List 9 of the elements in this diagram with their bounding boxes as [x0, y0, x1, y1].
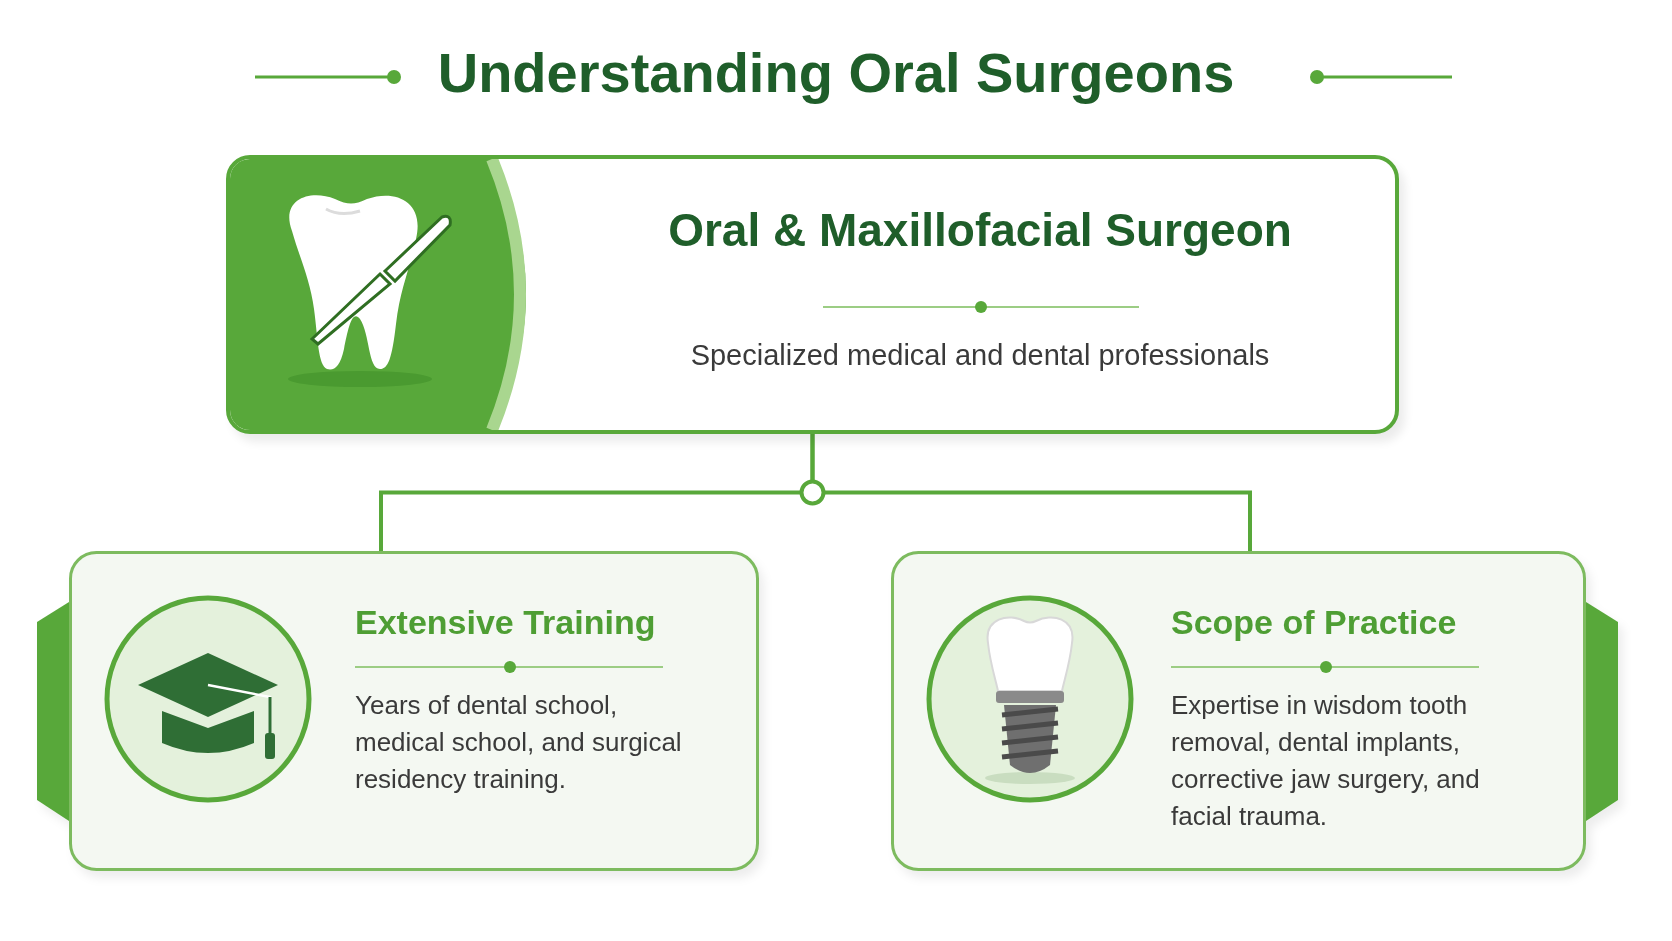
card-heading: Scope of Practice — [1171, 603, 1457, 642]
card-description: Years of dental school, medical school, and surgical residency training. — [355, 689, 683, 796]
card-title: Oral & Maxillofacial Surgeon — [667, 203, 1293, 257]
title: Understanding Oral Surgeons — [437, 41, 1235, 104]
main-card — [226, 155, 1399, 434]
connector-line — [810, 434, 1252, 551]
card-heading: Extensive Training — [355, 603, 656, 642]
card-description: Expertise in wisdom tooth removal, dental implants, corrective jaw surgery, and facial trauma. — [1171, 689, 1481, 833]
card-subtitle: Specialized medical and dental professionals — [689, 339, 1271, 372]
